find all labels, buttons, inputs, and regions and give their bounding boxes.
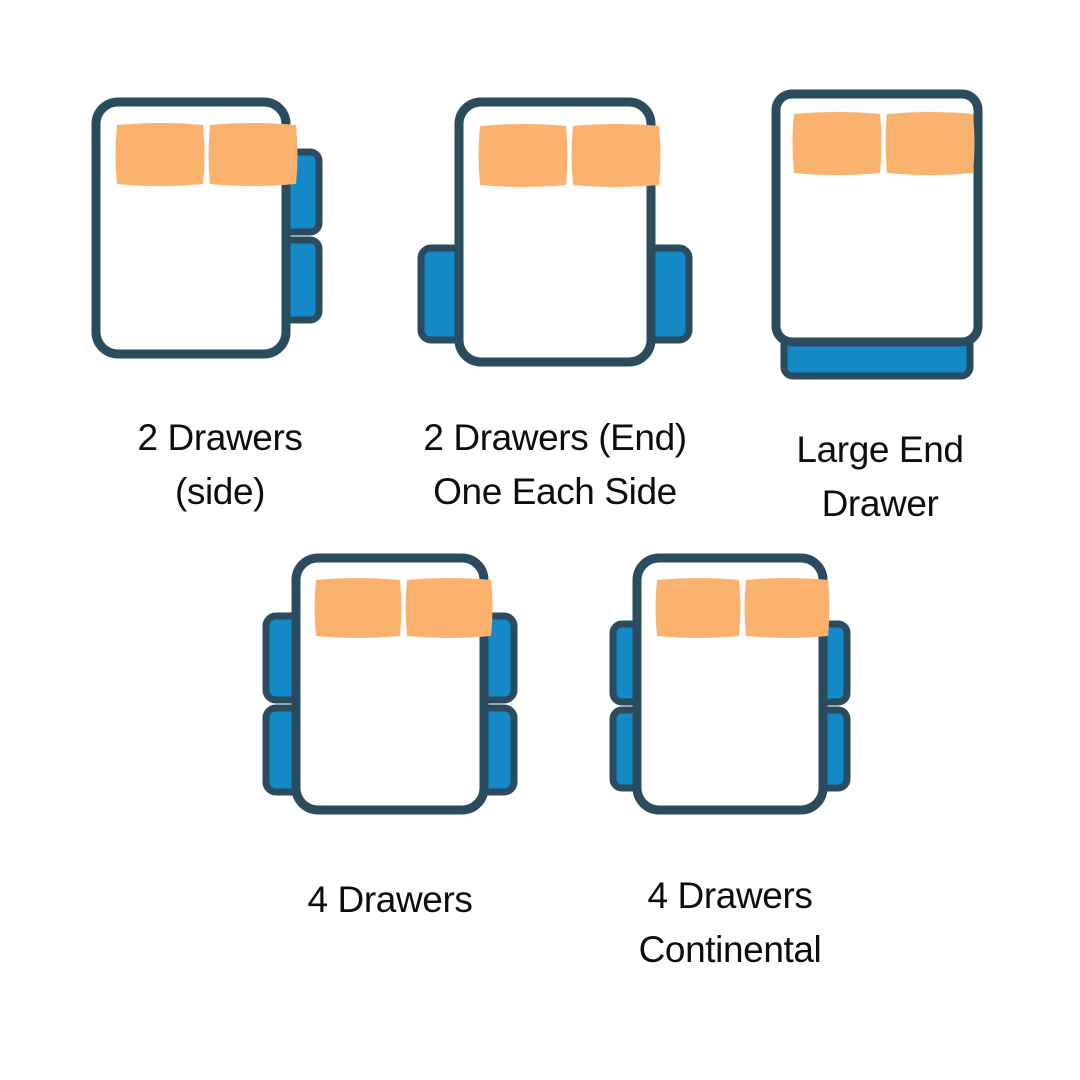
bed-option-caption: 2 Drawers (End) One Each Side [423,417,687,513]
bed-option-2-drawers-side[interactable]: 2 Drawers (side) [60,96,380,520]
pillow-right [571,124,661,187]
bed-icon-2-drawers-side [90,96,350,373]
pillow-right [744,578,830,638]
pillow-left [792,112,882,175]
bed-diagram-svg [417,97,693,367]
bed-icon-4-drawers [260,552,520,821]
bed-option-4-drawers-continental[interactable]: 4 Drawers Continental [565,552,895,978]
bed-diagram-svg [91,97,323,359]
pillow-left [655,578,741,638]
bed-option-caption: 4 Drawers Continental [638,875,822,971]
bed-option-4-drawers[interactable]: 4 Drawers [225,552,555,927]
bed-option-large-end-drawer[interactable]: Large End Drawer [740,88,1020,532]
bed-diagram-svg [609,553,851,815]
bed-option-caption: Large End Drawer [796,429,964,525]
bed-icon-2-drawers-end [415,96,695,379]
pillow-left [115,123,205,186]
bed-option-caption: 2 Drawers (side) [137,417,303,513]
bed-icon-4-drawers-continental [605,552,855,821]
bed-icon-large-end-drawer [770,88,990,389]
bed-option-2-drawers-end[interactable]: 2 Drawers (End) One Each Side [390,96,720,520]
pillow-left [314,578,402,638]
bed-diagram-svg [771,89,983,380]
pillow-left [478,124,568,187]
bed-option-caption: 4 Drawers [307,879,473,920]
bed-diagram-svg [262,553,518,815]
pillow-right [405,578,493,638]
pillow-right [885,112,975,175]
pillow-right [208,123,298,186]
